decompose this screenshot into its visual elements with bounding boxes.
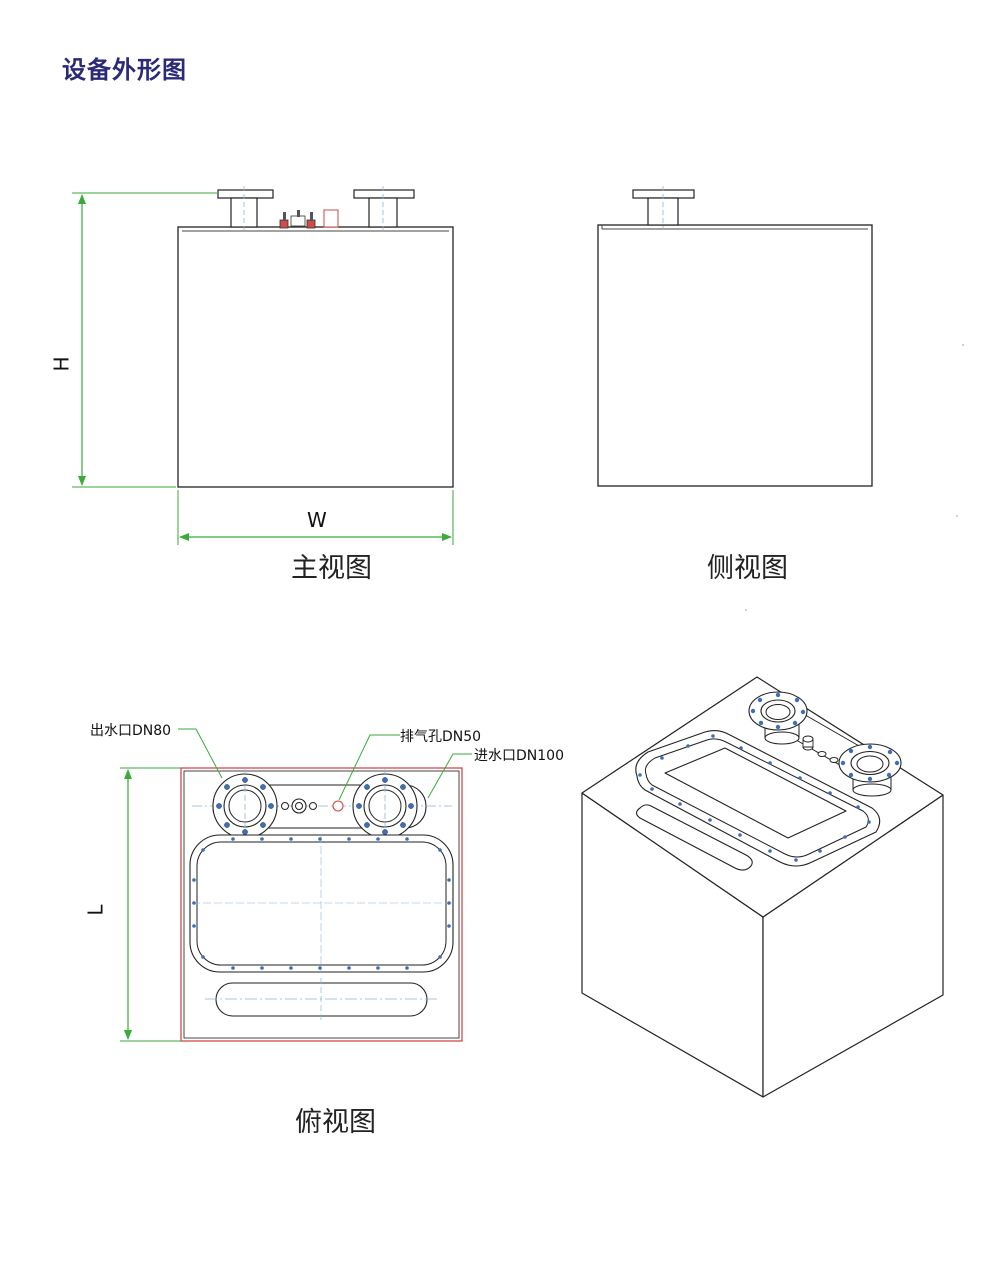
page-title: 设备外形图	[62, 56, 187, 84]
front-tank-body	[177, 226, 454, 488]
side-tank-body	[597, 224, 873, 487]
vent-callout: 排气孔DN50	[400, 729, 482, 745]
inlet-callout: 进水口DN100	[474, 748, 564, 764]
top-view-caption: 俯视图	[295, 1107, 376, 1138]
iso-inlet-flange	[838, 743, 902, 797]
top-inlet-flange	[352, 768, 418, 850]
iso-manhole-cover	[635, 729, 881, 867]
top-slot	[205, 978, 440, 1022]
side-view-caption: 侧视图	[707, 553, 788, 584]
front-outlet-nozzle	[217, 186, 274, 232]
front-view-caption: 主视图	[291, 553, 372, 584]
top-outlet-flange	[212, 768, 278, 850]
iso-outlet-flange	[748, 691, 808, 745]
iso-slot	[635, 804, 753, 871]
top-callout-leaders	[178, 728, 472, 801]
front-view	[72, 186, 454, 545]
front-inlet-nozzle	[353, 186, 415, 232]
isometric-view	[581, 676, 944, 1098]
side-nozzle	[632, 186, 695, 230]
top-view	[120, 728, 472, 1042]
side-view	[597, 186, 964, 611]
front-dim-height	[72, 192, 218, 488]
top-small-fittings	[281, 798, 344, 814]
front-dim-width	[177, 490, 454, 545]
front-small-fittings	[279, 209, 339, 229]
top-dim-length	[120, 767, 181, 1042]
outlet-callout: 出水口DN80	[90, 723, 172, 739]
top-dim-length-label: L	[83, 904, 108, 916]
front-dim-width-label: W	[307, 508, 327, 532]
top-manhole-cover	[189, 834, 454, 973]
front-dim-height-label: H	[49, 356, 74, 372]
iso-small-fittings	[802, 735, 850, 769]
